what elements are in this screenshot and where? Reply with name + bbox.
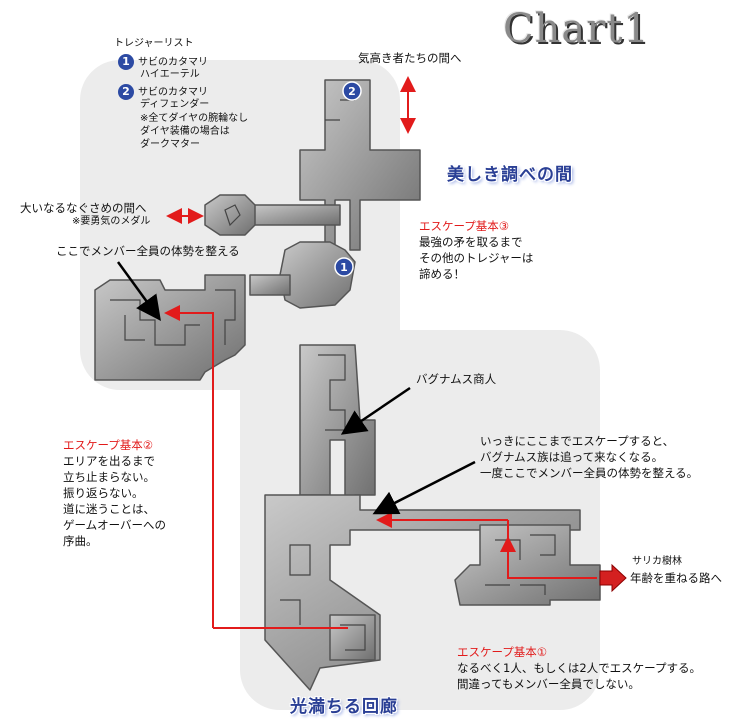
escape-rule-2-line-6: 序曲。	[63, 534, 98, 548]
escape-once-line-2: バグナムス族は追って来なくなる。	[480, 450, 664, 464]
escape-rule-2-line-2: 立ち止まらない。	[63, 470, 155, 484]
label-merchant: バグナムス商人	[416, 372, 497, 386]
route-escape-2	[164, 305, 214, 628]
label-regroup-here: ここでメンバー全員の体勢を整える	[56, 244, 240, 258]
escape-rule-2-line-4: 道に迷うことは、	[63, 502, 155, 516]
treasure-item-1-line-2: ハイエーテル	[140, 69, 200, 80]
map-marker-1-label: 1	[340, 261, 348, 274]
treasure-number-1: 1	[118, 54, 134, 70]
label-to-comfort: 大いなるなぐさめの間へ	[20, 201, 147, 215]
map-marker-2: 2	[342, 81, 362, 101]
escape-rule-1: エスケープ基本① なるべく1人、もしくは2人でエスケープする。 間違ってもメンバ…	[457, 644, 701, 692]
escape-rule-3-line-1: 最強の矛を取るまで	[419, 235, 523, 249]
escape-rule-1-line-1: なるべく1人、もしくは2人でエスケープする。	[457, 661, 701, 675]
lower-area-walls	[280, 354, 556, 651]
escape-rule-3-line-2: その他のトレジャーは	[419, 251, 534, 265]
escape-rule-2-title: エスケープ基本②	[63, 438, 154, 452]
treasure-note: ※全てダイヤの腕輪なし ダイヤ装備の場合は ダークマター	[140, 112, 248, 151]
escape-once-line-3: 一度ここでメンバー全員の体勢を整える。	[480, 466, 699, 480]
treasure-note-line-3: ダークマター	[140, 139, 200, 150]
label-escape-once: いっきにここまでエスケープすると、 バグナムス族は追って来なくなる。 一度ここで…	[480, 433, 698, 481]
label-to-age: 年齢を重ねる路へ	[630, 571, 722, 585]
escape-rule-3-line-3: 諦める！	[419, 267, 465, 281]
pointer-regroup	[116, 261, 161, 322]
treasure-item-2-line-1: サビのカタマリ	[138, 87, 208, 98]
room-label-lower: 光満ちる回廊	[290, 697, 398, 717]
label-sarika: サリカ樹林	[632, 556, 682, 567]
room-label-upper: 美しき調べの間	[447, 165, 573, 185]
map-marker-1: 1	[334, 257, 354, 277]
treasure-list-heading: トレジャーリスト	[114, 38, 194, 49]
treasure-note-line-1: ※全てダイヤの腕輪なし	[140, 113, 249, 124]
upper-area-floor	[94, 79, 421, 381]
label-to-noble: 気高き者たちの間へ	[358, 51, 462, 65]
escape-route	[164, 76, 597, 629]
treasure-number-2: 2	[118, 84, 134, 100]
treasure-note-line-2: ダイヤ装備の場合は	[140, 126, 230, 137]
escape-rule-2-line-1: エリアを出るまで	[63, 454, 155, 468]
chart-title: Chart1	[503, 6, 650, 52]
treasure-item-1-line-1: サビのカタマリ	[138, 57, 208, 68]
treasure-item-2-line-2: ディフェンダー	[140, 99, 210, 110]
pointer-merchant	[340, 386, 411, 435]
escape-rule-3: エスケープ基本③ 最強の矛を取るまで その他のトレジャーは 諦める！	[419, 218, 533, 282]
treasure-item-2: 2 サビのカタマリ	[118, 84, 208, 100]
escape-once-line-1: いっきにここまでエスケープすると、	[480, 434, 675, 448]
label-courage-medal: ※要勇気のメダル	[72, 216, 151, 227]
escape-rule-2-line-3: 振り返らない。	[63, 486, 144, 500]
exit-arrow-icon	[599, 563, 627, 593]
escape-rule-2: エスケープ基本② エリアを出るまで 立ち止まらない。 振り返らない。 道に迷うこ…	[63, 437, 166, 549]
treasure-item-1: 1 サビのカタマリ	[118, 54, 208, 70]
pointer-escape-point	[372, 460, 476, 515]
escape-rule-1-title: エスケープ基本①	[457, 645, 548, 659]
escape-rule-2-line-5: ゲームオーバーへの	[63, 518, 167, 532]
escape-rule-1-line-2: 間違ってもメンバー全員でしない。	[457, 677, 640, 691]
escape-rule-3-title: エスケープ基本③	[419, 219, 510, 233]
map-marker-2-label: 2	[348, 85, 356, 98]
pointer-arrows	[116, 261, 476, 515]
